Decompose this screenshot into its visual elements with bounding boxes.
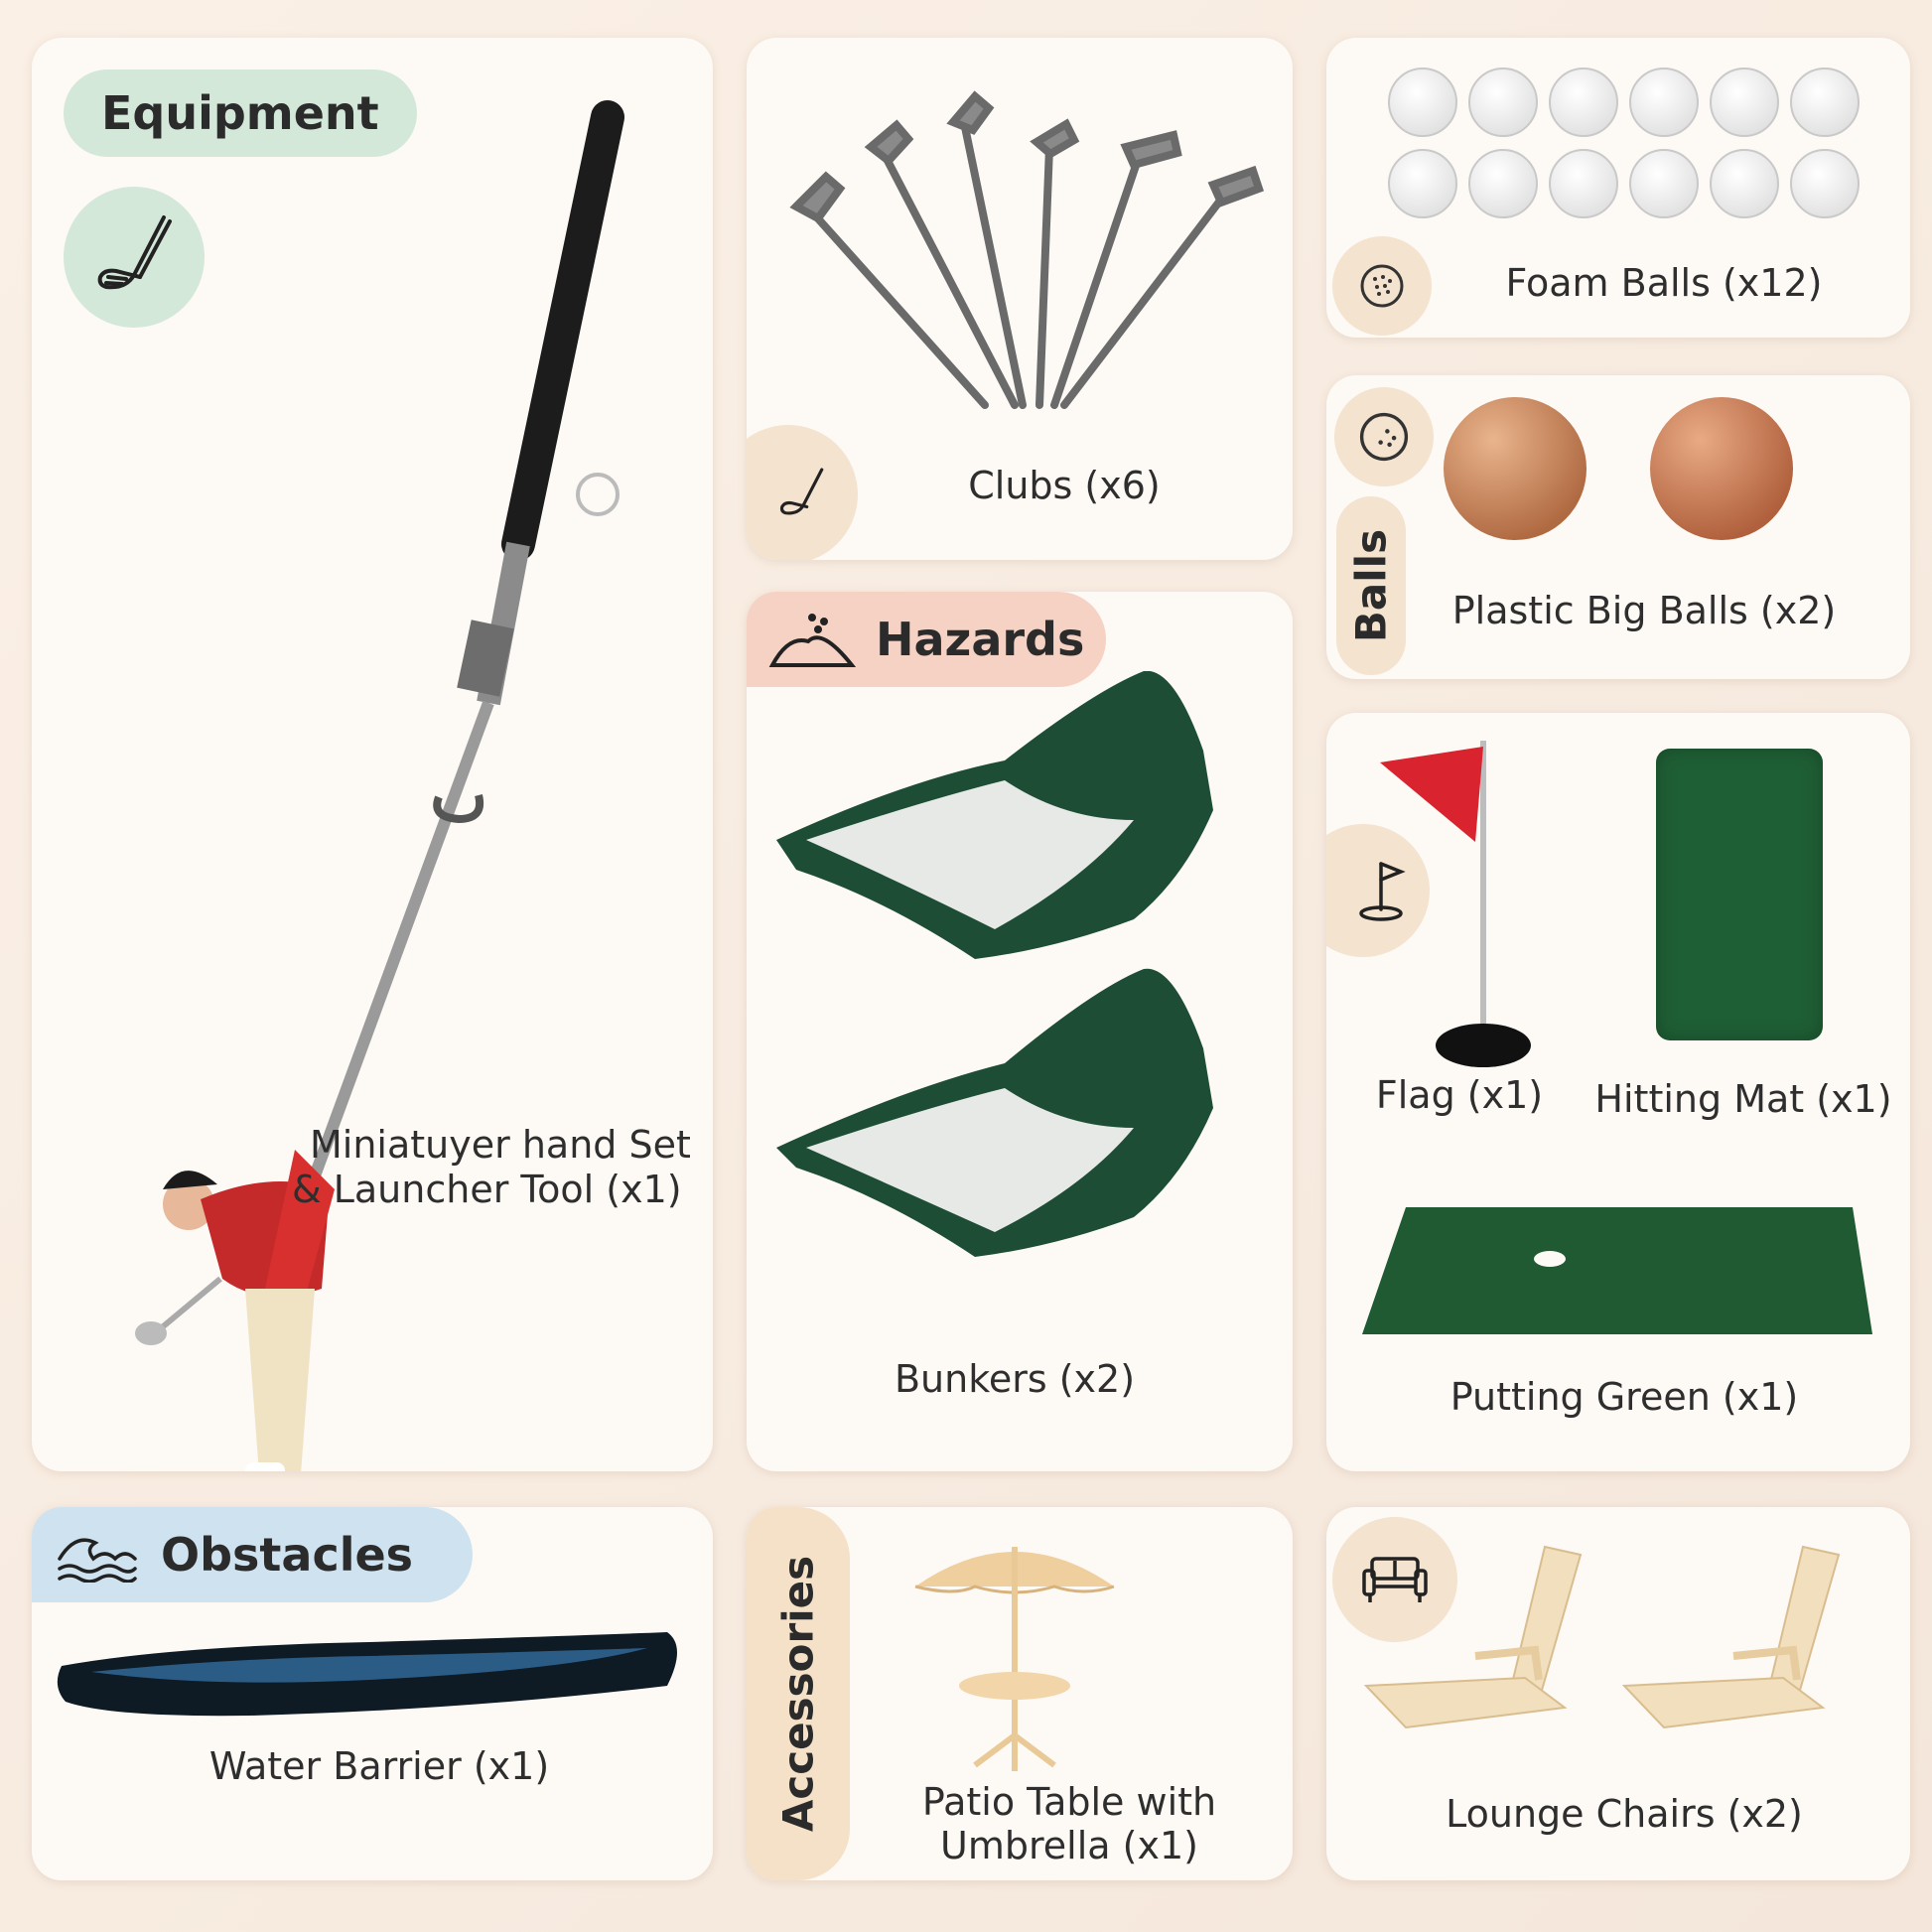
balls-vertical-pill: Balls: [1336, 496, 1406, 675]
hitting-mat-image: [1656, 749, 1823, 1040]
hazards-title: Hazards: [876, 613, 1085, 666]
waves-icon: [58, 1538, 137, 1583]
clubs-image: [789, 90, 1265, 409]
sofa-icon: [1332, 1517, 1457, 1642]
flag-label: Flag (x1): [1375, 1073, 1544, 1117]
hitting-mat-label: Hitting Mat (x1): [1594, 1077, 1892, 1121]
equipment-pill: Equipment: [64, 69, 417, 157]
accessories-vertical-pill: Accessories: [747, 1507, 850, 1880]
plastic-balls-label: Plastic Big Balls (x2): [1451, 589, 1837, 632]
water-barrier-label: Water Barrier (x1): [208, 1744, 550, 1788]
launcher-label-line2: & Launcher Tool (x1): [292, 1168, 682, 1211]
foam-balls-label: Foam Balls (x12): [1505, 261, 1823, 305]
foam-balls-grid: [1388, 68, 1860, 218]
green-items-card: Flag (x1) Hitting Mat (x1) Putting Green…: [1326, 713, 1910, 1471]
equipment-title: Equipment: [101, 86, 379, 140]
launcher-label-line1: Miniatuyer hand Set: [310, 1123, 691, 1167]
obstacles-title: Obstacles: [161, 1528, 414, 1582]
bunkers-label: Bunkers (x2): [894, 1357, 1136, 1401]
hazards-card: Hazards Bunkers (x2): [747, 592, 1293, 1471]
water-barrier-image: [57, 1632, 678, 1717]
golf-club-icon: [747, 425, 858, 560]
flag-hole-icon: [1326, 824, 1430, 957]
sand-pile-icon: [768, 614, 856, 667]
balls-title: Balls: [1346, 528, 1396, 643]
putting-green-label: Putting Green (x1): [1449, 1375, 1799, 1419]
clubs-label: Clubs (x6): [968, 464, 1161, 507]
launcher-tool-image: [135, 100, 624, 1471]
lounge-chairs-image: [1363, 1545, 1841, 1729]
lounge-chairs-label: Lounge Chairs (x2): [1446, 1792, 1803, 1836]
patio-table-image: [914, 1547, 1115, 1771]
lounge-chairs-card: Lounge Chairs (x2): [1326, 1507, 1910, 1880]
balls-card: Balls Plastic Big Balls (x2): [1326, 375, 1910, 679]
clubs-card: Clubs (x6): [747, 38, 1293, 560]
obstacles-card: Obstacles Water Barrier (x1): [32, 1507, 713, 1880]
equipment-card: Equipment Miniatuyer hand Set & Launcher…: [32, 38, 713, 1471]
flag-image: [1380, 741, 1531, 1067]
plastic-ball-1: [1444, 397, 1587, 540]
patio-table-label-line2: Umbrella (x1): [940, 1824, 1198, 1867]
plastic-ball-2: [1650, 397, 1793, 540]
accessories-title: Accessories: [773, 1555, 823, 1833]
bunkers-image: [776, 671, 1213, 1257]
accessories-card: Accessories Patio Table with Umbrella (x…: [747, 1507, 1293, 1880]
foam-balls-card: Foam Balls (x12): [1326, 38, 1910, 338]
putting-green-image: [1362, 1207, 1872, 1334]
golf-ball-icon: [1332, 236, 1432, 336]
golf-club-icon: [64, 187, 205, 328]
golf-ball-icon: [1334, 387, 1434, 486]
patio-table-label-line1: Patio Table with: [921, 1780, 1217, 1824]
